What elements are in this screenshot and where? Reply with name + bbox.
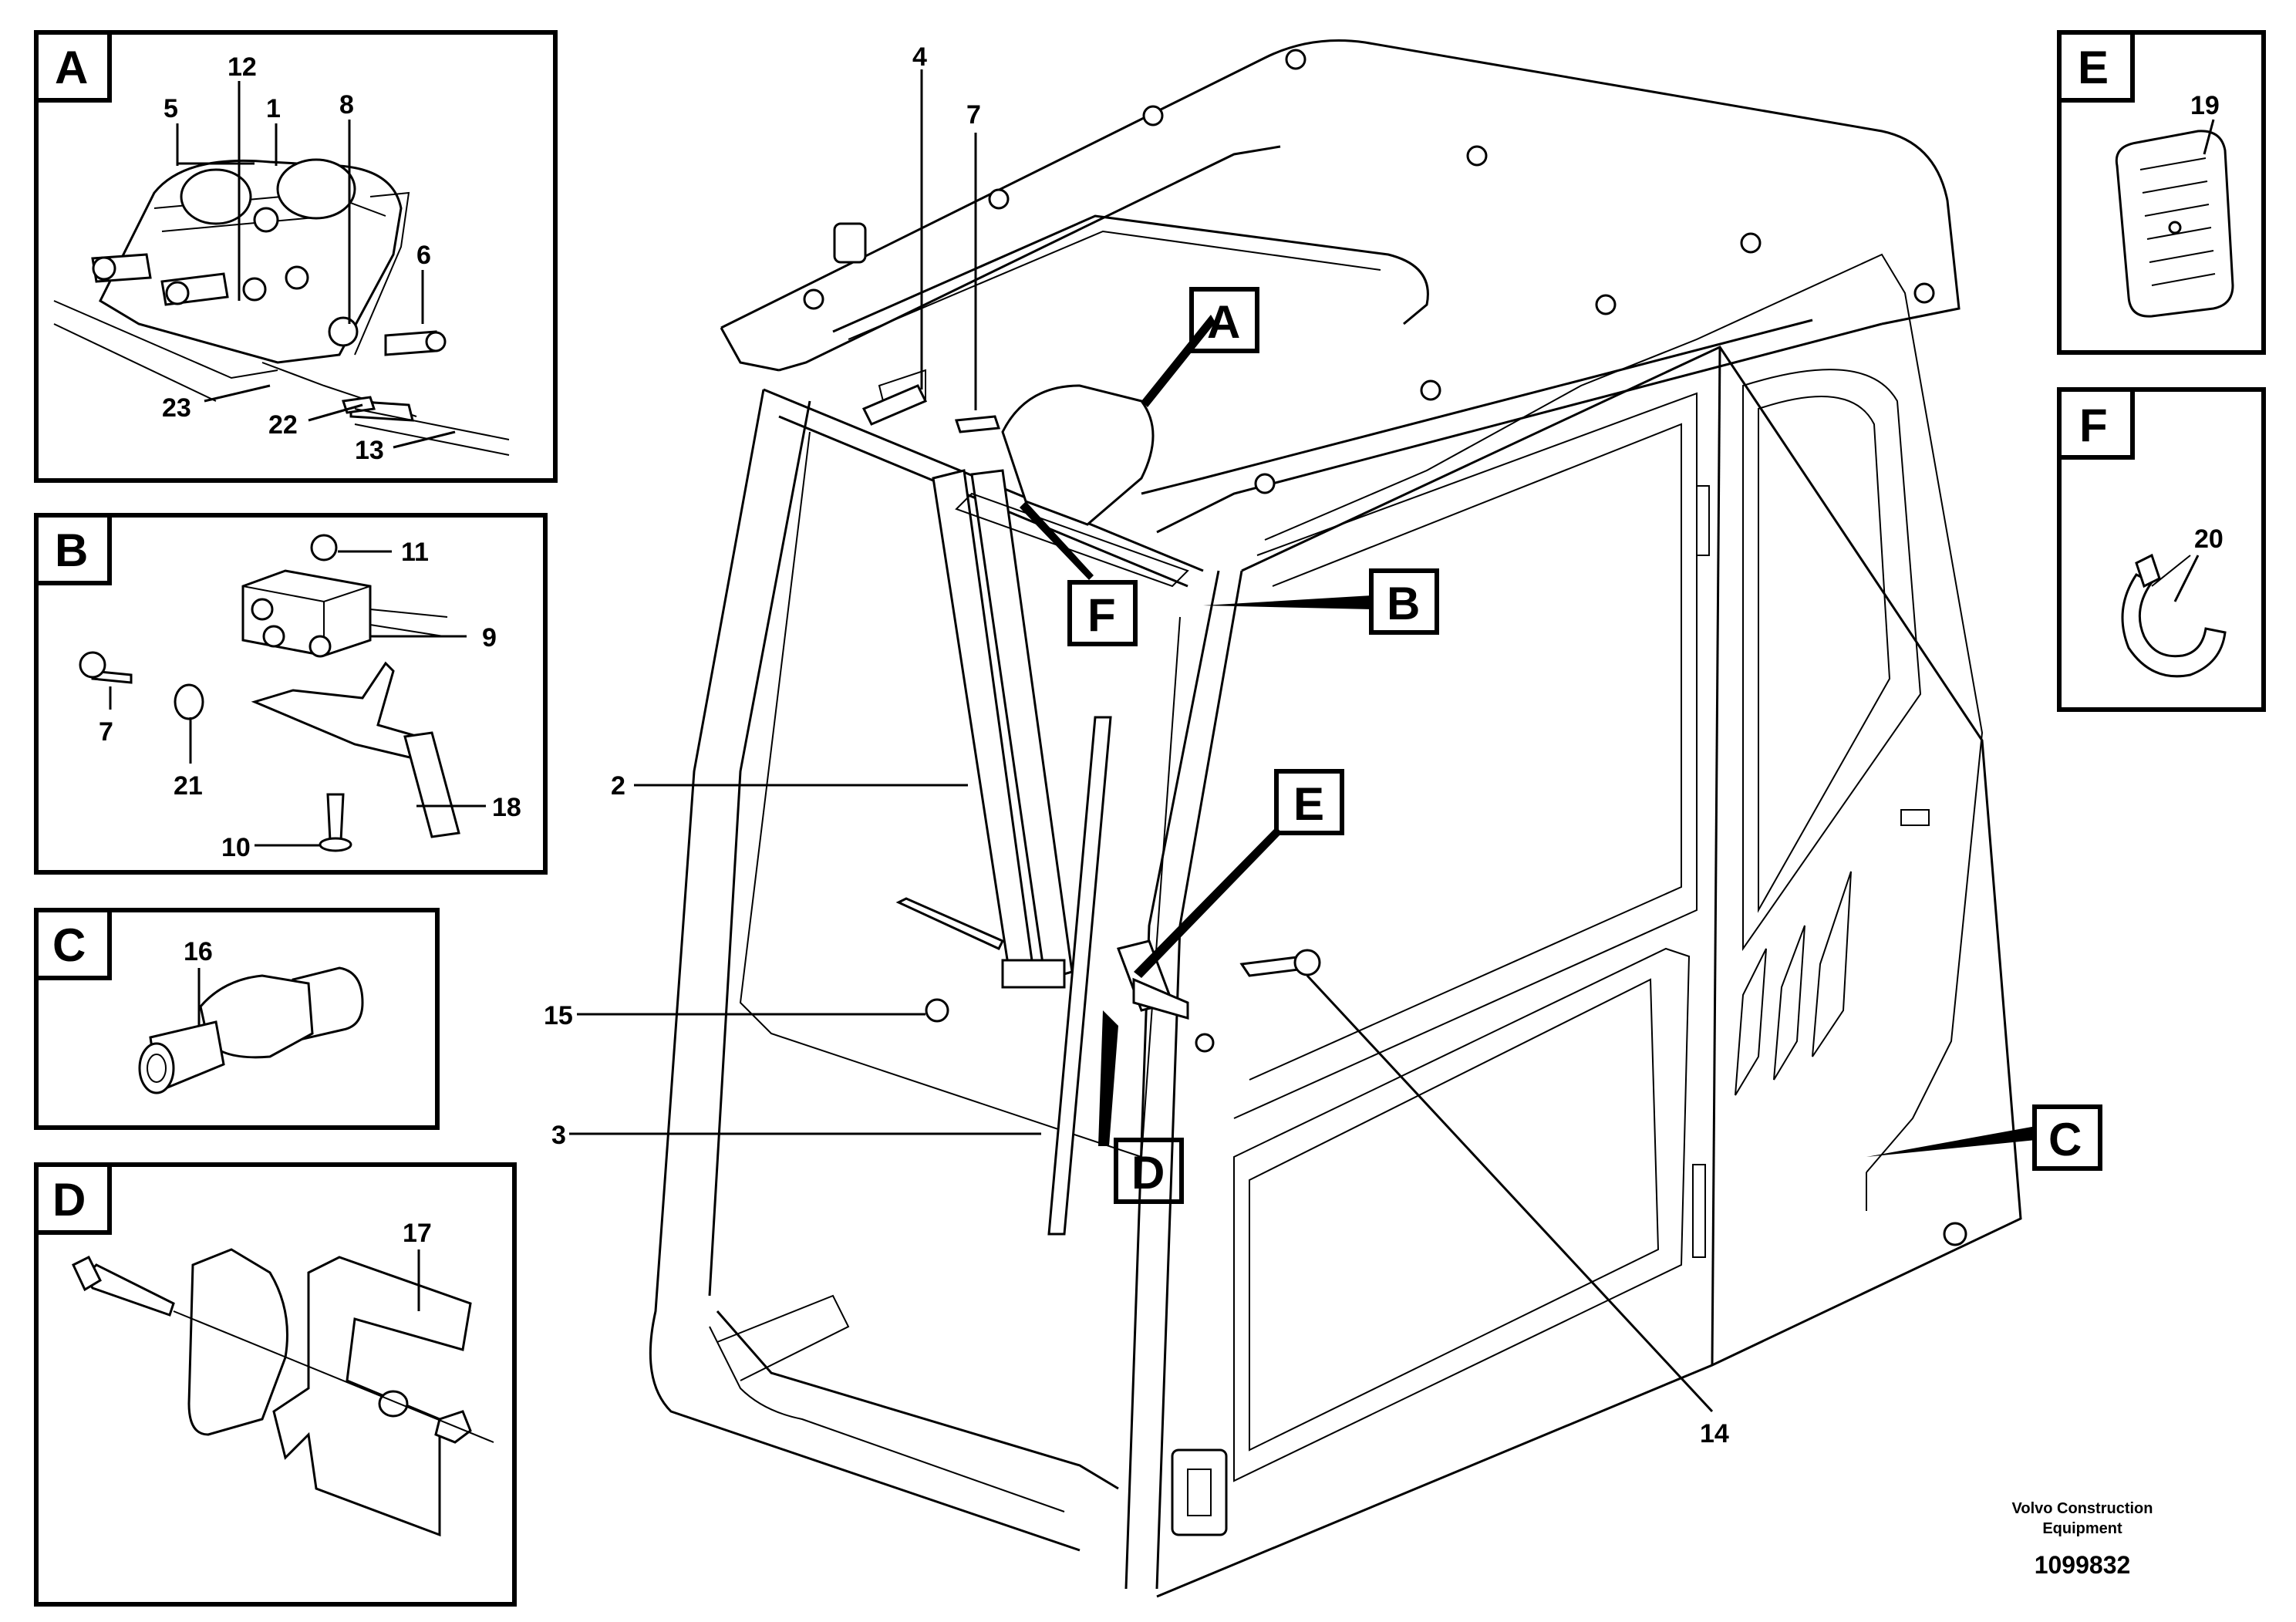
inset-A-number-8: 8: [339, 90, 354, 120]
inset-A-number-6: 6: [416, 241, 431, 270]
inset-E-number-19: 19: [2190, 91, 2220, 120]
part-number-4: 4: [912, 42, 927, 72]
inset-B-number-9: 9: [482, 623, 497, 653]
inset-C: C 16: [34, 908, 440, 1130]
inset-F-number-20: 20: [2194, 524, 2224, 554]
inset-A-number-12: 12: [228, 52, 257, 82]
inset-C-number-16: 16: [184, 937, 213, 966]
inset-A-letter: A: [55, 42, 88, 93]
callout-A-letter: A: [1207, 296, 1240, 348]
inset-A-number-13: 13: [355, 436, 384, 465]
inset-D-number-17: 17: [403, 1219, 432, 1248]
part-number-3: 3: [551, 1121, 566, 1150]
inset-A-number-1: 1: [266, 94, 281, 123]
part-number-2: 2: [611, 771, 625, 801]
inset-E-letter: E: [2078, 42, 2109, 93]
brand-line-1: Volvo Construction: [2012, 1500, 2153, 1517]
inset-A-number-23: 23: [162, 393, 191, 423]
callout-D-letter: D: [1131, 1147, 1165, 1199]
callout-C-letter: C: [2048, 1114, 2082, 1165]
inset-A-number-5: 5: [164, 94, 178, 123]
brand-line-2: Equipment: [2042, 1520, 2122, 1537]
inset-A: A 12 5 1 8: [34, 30, 558, 483]
main-part-numbers: 4 7 2 15 3 14: [544, 42, 1729, 1448]
inset-B-number-18: 18: [492, 793, 521, 822]
inset-D-letter: D: [52, 1174, 86, 1226]
main-leaders: [569, 69, 2036, 1413]
inset-B-number-7: 7: [99, 717, 113, 747]
inset-B: B 11 9 7 21 18 10: [34, 513, 548, 875]
inset-F-letter: F: [2079, 400, 2108, 451]
inset-B-number-21: 21: [174, 771, 203, 801]
callout-F-letter: F: [1087, 589, 1116, 641]
main-callouts: A B C D E F: [1067, 287, 2102, 1204]
inset-C-letter: C: [52, 919, 86, 971]
footer: Volvo Construction Equipment 1099832: [2012, 1500, 2153, 1579]
callout-B-letter: B: [1387, 578, 1420, 629]
inset-E: E 19: [2057, 30, 2266, 355]
part-number-7-main: 7: [966, 100, 981, 130]
callout-E-letter: E: [1293, 778, 1324, 830]
inset-B-number-11: 11: [401, 538, 429, 567]
inset-D: D 17: [34, 1162, 517, 1607]
inset-F: F 20: [2057, 387, 2266, 712]
inset-B-number-10: 10: [221, 833, 251, 862]
cab-drawing: [649, 39, 2022, 1598]
inset-A-number-22: 22: [268, 410, 298, 440]
part-number-15: 15: [544, 1001, 573, 1030]
part-number-14: 14: [1700, 1419, 1729, 1448]
document-number: 1099832: [2035, 1551, 2131, 1579]
inset-B-letter: B: [55, 524, 88, 576]
